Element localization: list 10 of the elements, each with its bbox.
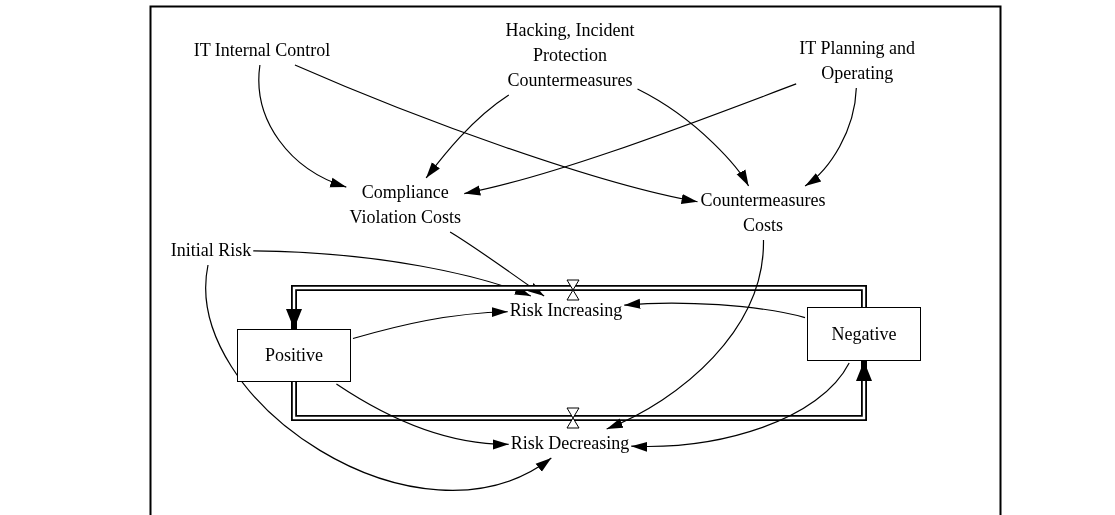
variable-label: IT Internal Control [193,38,331,63]
variable-label: Risk Decreasing [510,431,630,456]
stock-box: Positive [237,329,351,382]
variable-label: Hacking, Incident Protection Countermeasures [504,18,636,93]
variable-label: Compliance Violation Costs [348,180,463,230]
variable-label: Countermeasures Costs [699,188,827,238]
variable-label: Initial Risk [170,238,252,263]
variable-label: IT Planning and Operating [798,36,917,86]
variable-label: Risk Increasing [509,298,623,323]
stock-box: Negative [807,307,921,361]
